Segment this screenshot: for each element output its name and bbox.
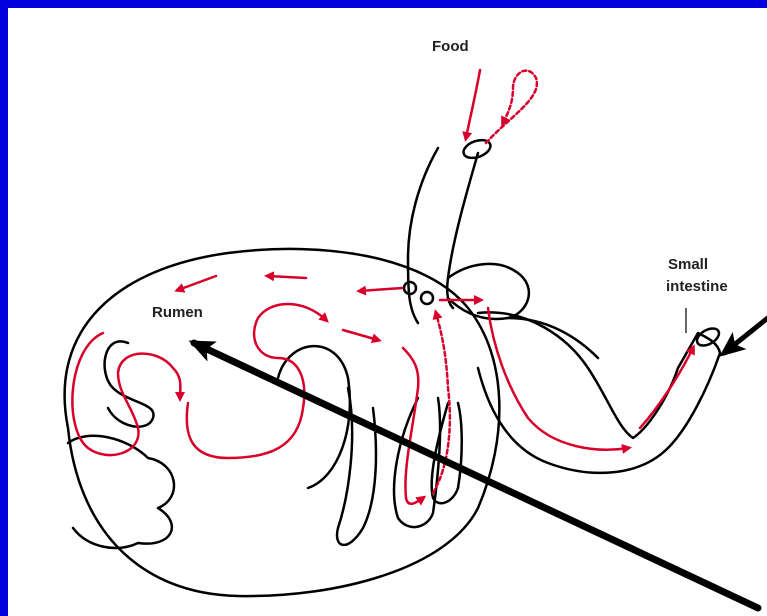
rumen-top-arrow-2 <box>268 276 306 278</box>
rumen-middle-loop <box>187 304 326 458</box>
digesta-flow-arrows <box>72 70 693 504</box>
rumen-top-arrow-3 <box>360 288 402 291</box>
rumen-outline <box>65 249 500 596</box>
rumen-label: Rumen <box>152 304 203 321</box>
rumen-top-arrow-1 <box>178 276 216 290</box>
regurgitation-arrow <box>486 71 537 143</box>
small-intestine-label-line2: intestine <box>666 278 728 295</box>
diagram-canvas: Food Rumen Small intestine <box>8 8 767 616</box>
rumen-middle-arrow <box>343 330 378 340</box>
small-intestine-pointer-arrow <box>724 313 767 353</box>
rumen-middle-fold <box>278 346 350 488</box>
food-label: Food <box>432 38 469 55</box>
abomasum-upper <box>508 318 598 358</box>
esophagus <box>408 148 478 323</box>
stomach-outlines <box>65 137 722 596</box>
food-in-arrow <box>466 70 480 138</box>
intestine-flow-arrow <box>640 348 693 428</box>
cardia-ring-2 <box>421 292 433 304</box>
small-intestine-label-line1: Small <box>668 256 708 273</box>
ruminant-stomach-diagram <box>8 8 767 616</box>
